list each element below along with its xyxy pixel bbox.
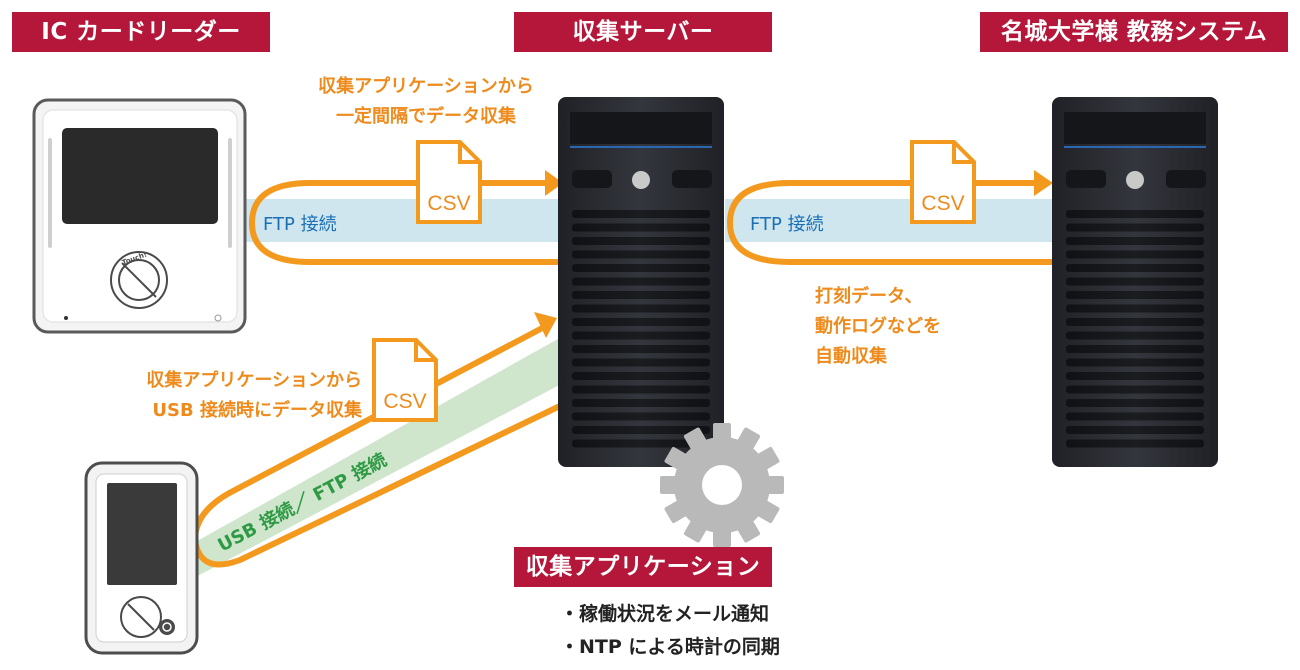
gear-icon bbox=[660, 423, 784, 547]
server-vent-slot bbox=[572, 426, 710, 434]
feature-item: ・NTP による時計の同期 bbox=[560, 636, 780, 658]
auto-collection-note: 打刻データ、 動作ログなどを 自動収集 bbox=[815, 282, 1005, 372]
server-vent-slot bbox=[572, 223, 710, 232]
server-vent-slot bbox=[1066, 345, 1204, 353]
server-vent-slot bbox=[1066, 426, 1204, 434]
server-vent-slot bbox=[1066, 372, 1204, 380]
server-vent-slot bbox=[572, 331, 710, 340]
ftp-connection-label: FTP 接続 bbox=[263, 214, 337, 235]
note-line: 収集アプリケーションから bbox=[146, 370, 362, 391]
school-system-server-icon bbox=[1052, 97, 1218, 467]
server-vent-slot bbox=[572, 291, 710, 299]
server-vent-slot bbox=[1066, 277, 1204, 286]
server-vent-slot bbox=[1066, 304, 1204, 313]
usb-collection-note: 収集アプリケーションから USB 接続時にデータ収集 bbox=[90, 366, 362, 426]
csv-file-icon bbox=[372, 338, 438, 422]
server-vent-slot bbox=[1066, 399, 1204, 407]
school-system-header: 名城大学様 教務システム bbox=[980, 12, 1288, 52]
server-vent-slot bbox=[1066, 264, 1204, 272]
csv-label: CSV bbox=[921, 192, 964, 215]
app-features-list: ・稼働状況をメール通知 ・NTP による時計の同期 bbox=[560, 598, 780, 664]
server-vent-slot bbox=[572, 264, 710, 272]
server-vent-slot bbox=[1066, 439, 1204, 448]
server-vent-slot bbox=[1066, 223, 1204, 232]
flow-arrow-right bbox=[726, 180, 1057, 265]
server-vent-slot bbox=[572, 304, 710, 313]
server-vent-slot bbox=[1066, 318, 1204, 326]
server-vent-slot bbox=[572, 250, 710, 259]
arrow-head-usb bbox=[534, 312, 557, 338]
note-line: 一定間隔でデータ収集 bbox=[336, 106, 516, 127]
csv-file-icon bbox=[416, 140, 482, 224]
server-vent-slot bbox=[572, 399, 710, 407]
server-vent-slot bbox=[572, 358, 710, 367]
server-vent-slot bbox=[572, 345, 710, 353]
server-vent-slot bbox=[572, 385, 710, 394]
note-line: 動作ログなどを bbox=[815, 316, 941, 337]
server-vent-slot bbox=[1066, 385, 1204, 394]
collection-app-label: 収集アプリケーション bbox=[514, 547, 772, 587]
server-vent-slot bbox=[572, 318, 710, 326]
ftp-connection-label: FTP 接続 bbox=[750, 214, 824, 235]
server-vent-slot bbox=[572, 210, 710, 218]
collection-server-header: 収集サーバー bbox=[514, 12, 772, 52]
csv-label: CSV bbox=[383, 390, 426, 413]
feature-item: ・稼働状況をメール通知 bbox=[560, 603, 770, 625]
note-line: 収集アプリケーションから bbox=[318, 76, 534, 97]
card-reader-header: IC カードリーダー bbox=[12, 12, 270, 52]
collection-server-icon bbox=[558, 97, 724, 467]
server-vent-slot bbox=[1066, 210, 1204, 218]
csv-file-icon bbox=[910, 140, 976, 224]
ftp-band-right bbox=[725, 199, 1057, 242]
server-vent-slot bbox=[1066, 237, 1204, 245]
arrow-head-right bbox=[1034, 170, 1053, 196]
note-line: 打刻データ、 bbox=[815, 286, 923, 307]
server-vent-slot bbox=[1066, 358, 1204, 367]
note-line: USB 接続時にデータ収集 bbox=[152, 400, 362, 421]
server-vent-slot bbox=[572, 412, 710, 421]
ic-card-reader-icon: Touch! bbox=[32, 98, 247, 334]
server-vent-slot bbox=[1066, 412, 1204, 421]
server-vent-slot bbox=[1066, 291, 1204, 299]
server-vent-slot bbox=[572, 439, 710, 448]
csv-label: CSV bbox=[427, 192, 470, 215]
server-vent-slot bbox=[572, 372, 710, 380]
usb-ftp-band bbox=[190, 335, 565, 580]
server-vent-slot bbox=[1066, 331, 1204, 340]
server-vent-slot bbox=[572, 237, 710, 245]
flow-arrow-left bbox=[248, 180, 565, 265]
server-vent-slot bbox=[1066, 250, 1204, 259]
top-collection-note: 収集アプリケーションから 一定間隔でデータ収集 bbox=[296, 72, 556, 132]
server-vent-slot bbox=[572, 277, 710, 286]
handheld-reader-icon bbox=[84, 461, 199, 655]
arrow-head-left bbox=[545, 170, 563, 196]
ftp-band-left bbox=[245, 199, 565, 242]
note-line: 自動収集 bbox=[815, 346, 887, 367]
